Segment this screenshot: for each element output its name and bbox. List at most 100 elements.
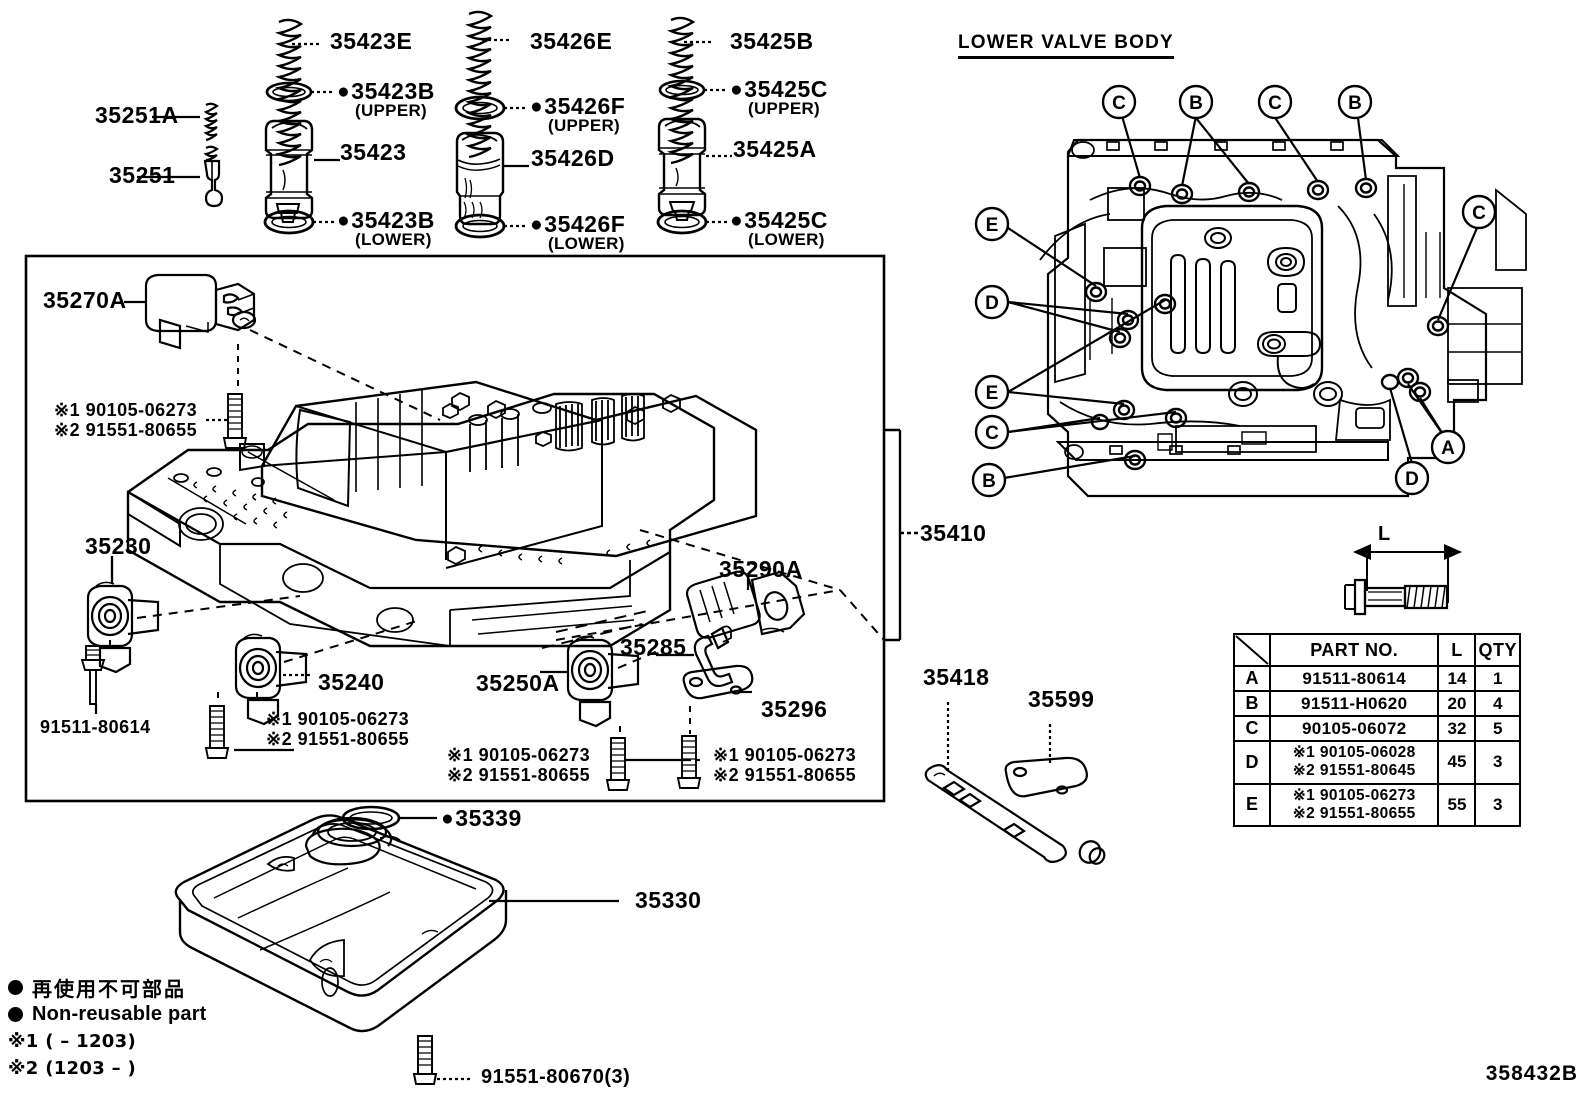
non-reusable-bullet-icon (8, 1007, 23, 1022)
main-panel-border (24, 254, 886, 803)
part-label-35426F-upper: 35426F (530, 93, 625, 120)
part-sublabel-35425C-upper: (UPPER) (748, 99, 820, 118)
diagonal-slash-icon (1235, 635, 1269, 665)
table-cell-qty: 1 (1474, 665, 1521, 692)
bolt-note-line2: ※2 91551-80655 (54, 420, 198, 441)
callout-circle-c-1 (1101, 84, 1137, 120)
part-label-35410: 35410 (920, 520, 987, 546)
table-cell-part-no: ※1 90105-06273 ※2 91551-80655 (1268, 782, 1440, 828)
table-cell-l: 45 (1437, 740, 1477, 785)
valve-body-assembly-art (126, 380, 758, 648)
callout-circle-b-3 (971, 462, 1007, 498)
assembly-dashed-lines (136, 329, 885, 669)
callout-text-a-1: A (1441, 438, 1455, 459)
part-label-35423: 35423 (340, 139, 407, 165)
part-sublabel-35426F-upper: (UPPER) (548, 116, 620, 135)
bolt-note-line2: ※2 91551-80655 (713, 765, 857, 786)
part-sublabel-35423B-upper: (UPPER) (355, 101, 427, 120)
part-art-35230 (86, 581, 160, 674)
table-row: E ※1 90105-06273 ※2 91551-80655 55 3 (1233, 782, 1521, 828)
callout-text-c-1: C (1112, 93, 1126, 114)
table-header-l: L (1437, 633, 1477, 667)
table-cell-part-no-line1: ※1 90105-06273 (1292, 786, 1416, 804)
table-corner-cell (1233, 633, 1271, 667)
part-art-35270A (144, 273, 257, 350)
part-art-35240 (234, 633, 308, 726)
callout-text-e-1: E (986, 215, 999, 236)
part-label-35599: 35599 (1028, 686, 1095, 712)
callout-text-d-2: D (1405, 469, 1419, 490)
part-art-35599 (1004, 756, 1088, 798)
non-reusable-bullet-icon (8, 980, 23, 995)
part-label-35339: 35339 (441, 805, 522, 832)
part-label-35290A: 35290A (719, 556, 803, 582)
part-label-strainer-bolt: 91551-80670(3) (481, 1066, 631, 1088)
part-label-35250A: 35250A (476, 670, 560, 696)
table-cell-qty: 3 (1474, 740, 1521, 785)
bolt-dimension-label: L (1378, 523, 1391, 545)
callout-circle-b-2 (1337, 84, 1373, 120)
bolt-note-line1: ※1 90105-06273 (713, 745, 857, 765)
part-label-35251A: 35251A (95, 102, 179, 128)
table-cell-qty: 4 (1474, 690, 1521, 717)
table-cell-key: D (1233, 740, 1271, 785)
part-art-strainer-bolt (412, 1035, 438, 1085)
part-art-35330 (174, 814, 508, 1033)
part-label-35426E: 35426E (530, 28, 613, 54)
parts-table: PART NO. L QTY A 91511-80614 14 1 B 9151… (1233, 633, 1521, 828)
callout-text-e-2: E (986, 383, 999, 404)
legend-row-jp: 再使用不可部品 (8, 974, 207, 1001)
part-sublabel-35423B-lower: (LOWER) (355, 230, 432, 249)
assembly-bracket-35410 (884, 428, 918, 642)
part-art-35251 (203, 145, 224, 208)
part-label-35425C-upper: 35425C (730, 76, 828, 103)
callout-text-c-4: C (1472, 203, 1486, 224)
table-cell-key: B (1233, 690, 1271, 717)
part-label-35425B: 35425B (730, 28, 814, 54)
part-label-35423B-upper: 35423B (337, 78, 435, 105)
bolt-note-35240: ※1 90105-06273 ※2 91551-80655 (266, 709, 409, 749)
part-label-35285: 35285 (620, 634, 687, 660)
table-header-row: PART NO. L QTY (1233, 633, 1521, 667)
part-art-35285 (693, 625, 734, 688)
table-header-part-no: PART NO. (1268, 633, 1440, 667)
part-sublabel-35426F-lower: (LOWER) (548, 234, 625, 253)
callout-text-d-1: D (985, 293, 999, 314)
bolt-note-35230: 91511-80614 (40, 717, 151, 737)
table-cell-part-no: 91511-H0620 (1268, 690, 1440, 717)
part-label-35418: 35418 (923, 664, 990, 690)
bolt-note-line1: ※1 90105-06273 (266, 709, 410, 729)
legend-text-jp: 再使用不可部品 (32, 977, 186, 1001)
part-art-35250A (566, 635, 640, 728)
table-cell-key: C (1233, 715, 1271, 742)
part-label-35330: 35330 (635, 887, 702, 913)
callout-text-b-2: B (1348, 93, 1362, 114)
bolt-note-35296: ※1 90105-06273 ※2 91551-80655 (713, 745, 856, 785)
legend-row-en: Non-reusable part (8, 1001, 207, 1028)
callout-circle-c-3 (974, 414, 1010, 450)
bolt-note-line2: ※2 91551-80655 (447, 765, 591, 786)
table-cell-l: 32 (1437, 715, 1477, 742)
bolt-note-line1: ※1 90105-06273 (447, 745, 591, 765)
part-label-35423B-lower: 35423B (337, 207, 435, 234)
bolt-dimension-diagram (1344, 544, 1462, 616)
part-art-35296 (682, 664, 754, 700)
callout-circle-d-1 (974, 284, 1010, 320)
part-label-35423E: 35423E (330, 28, 413, 54)
part-label-35426F-lower: 35426F (530, 211, 625, 238)
callout-circle-e-2 (974, 374, 1010, 410)
part-label-35240: 35240 (318, 669, 385, 695)
bolt-note-35270A: ※1 90105-06273 ※2 91551-80655 (54, 400, 197, 440)
part-label-35425C-lower: 35425C (730, 207, 828, 234)
callout-circle-c-2 (1257, 84, 1293, 120)
table-cell-l: 14 (1437, 665, 1477, 692)
part-label-35270A: 35270A (43, 287, 127, 313)
legend-row-note2: ※2 (1203 – ) (8, 1055, 207, 1082)
callout-text-c-2: C (1268, 93, 1282, 114)
table-cell-part-no-line2: ※2 91551-80645 (1292, 762, 1416, 780)
callout-circle-b-1 (1178, 84, 1214, 120)
table-cell-qty: 3 (1474, 782, 1521, 828)
